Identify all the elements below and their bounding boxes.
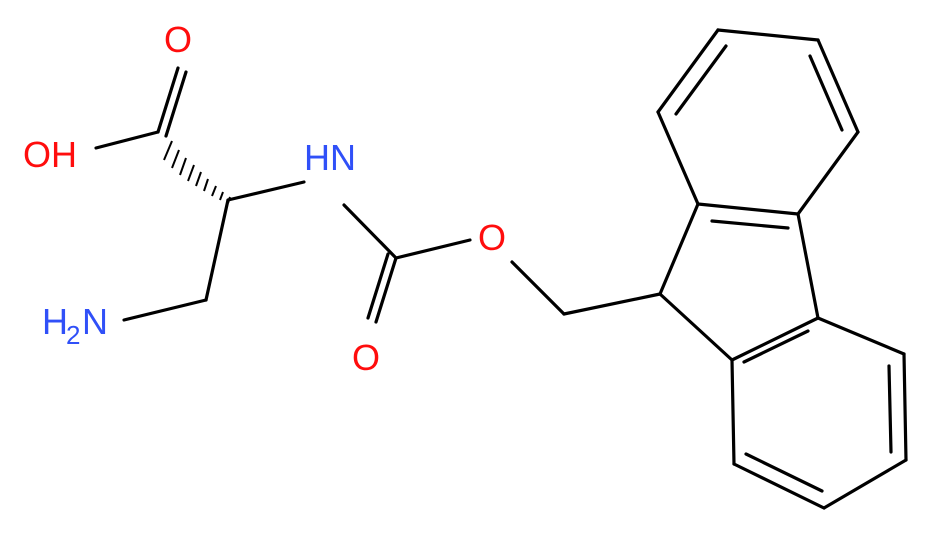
ester-oxygen-label: O <box>478 217 506 258</box>
ca-n-bond <box>226 180 306 202</box>
ch2-c9-bond <box>562 292 662 316</box>
amine-group: H 2 N <box>42 298 208 350</box>
fluorenyl-group <box>656 28 908 510</box>
c9-c8a-bond <box>658 292 734 362</box>
lower-ring-bond-4 <box>732 462 826 510</box>
upper-ring-bond-2 <box>656 28 720 114</box>
upper-ring-bond-1 <box>656 110 700 206</box>
carbonyl-bond-acid-1 <box>156 66 180 134</box>
lower-ring-bond-2 <box>902 352 908 462</box>
upper-ring-bond-4 <box>816 38 860 134</box>
lower-ring-inner-2 <box>744 452 824 493</box>
lower-ring-inner-1 <box>887 364 893 454</box>
carbonyl-bond-acid-2 <box>164 70 188 138</box>
c-ester-oxygen-bond <box>394 238 472 260</box>
lower-ring-bond-5 <box>730 358 736 466</box>
carboxyl-group: O OH <box>23 19 192 175</box>
hydroxyl-label: OH <box>23 134 77 175</box>
c9a-c4a-inner-bond <box>710 219 790 230</box>
carbamate-co-bond-2 <box>366 252 390 320</box>
upper-ring-bond-5 <box>796 130 860 216</box>
c4b-c8a-inner-bond <box>742 329 810 364</box>
hashed-wedge-bond <box>163 140 231 204</box>
upper-ring-inner-1 <box>674 44 728 116</box>
amine-subscript: 2 <box>66 320 80 350</box>
carbonyl-oxygen-acid-label: O <box>164 19 192 60</box>
lower-ring-bond-1 <box>816 316 906 356</box>
c4b-c8a-bond <box>730 316 820 362</box>
c4a-c4b-bond <box>796 212 820 320</box>
c9a-c4a-bond <box>696 202 800 216</box>
lower-ring-bond-3 <box>822 458 908 510</box>
carbamate-carbonyl-oxygen-label: O <box>352 337 380 378</box>
n-carbonyl-bond <box>342 203 398 260</box>
amine-h-label: H <box>42 301 68 342</box>
upper-ring-inner-2 <box>808 54 844 132</box>
o-ch2-bond <box>510 260 566 316</box>
hydroxyl-bond <box>94 130 160 150</box>
c9-c9a-bond <box>658 202 700 296</box>
amine-n-label: N <box>82 301 108 342</box>
carbamate-co-bond-1 <box>374 256 398 324</box>
upper-ring-bond-3 <box>716 28 820 42</box>
amide-nitrogen-label: HN <box>304 137 356 178</box>
ca-cb-bond <box>204 198 230 302</box>
cb-amine-bond <box>122 298 208 322</box>
